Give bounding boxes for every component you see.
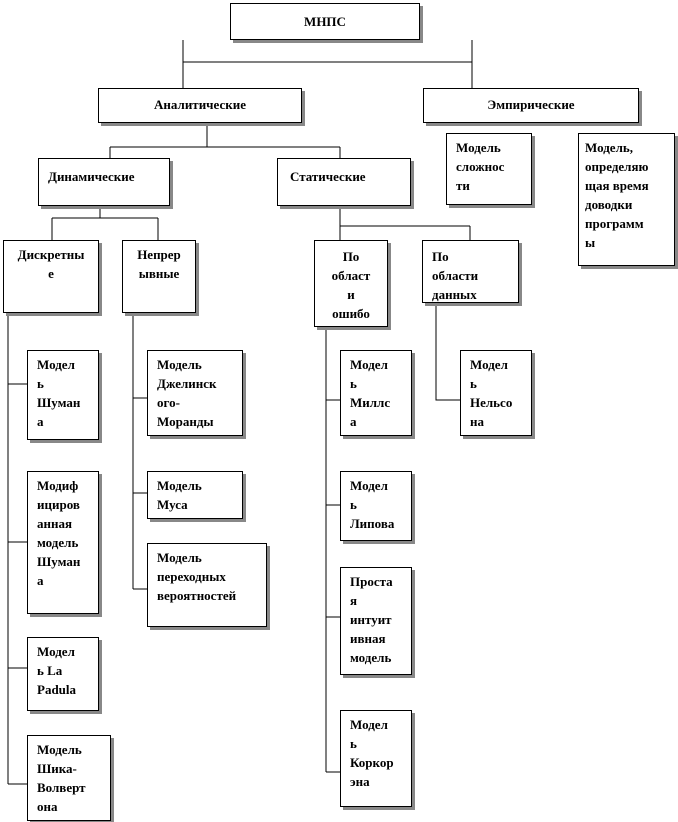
node-by-data-area: По области данных (422, 240, 519, 303)
node-discrete: Дискретны е (3, 240, 99, 313)
node-by-error-area: По област и ошибо (314, 240, 388, 327)
node-lipov: Модел ь Липова (340, 471, 412, 541)
node-corcoran: Модел ь Коркор эна (340, 710, 412, 807)
node-analytical: Аналитические (98, 88, 302, 123)
node-modified-shuman: Модиф ициров анная модель Шуман а (27, 471, 99, 614)
node-model-completion: Модель, определяю щая время доводки прог… (578, 133, 675, 266)
node-shuman: Модел ь Шуман а (27, 350, 99, 440)
node-dynamic: Динамические (38, 158, 170, 206)
connector-nelson (435, 303, 460, 401)
node-la-padula: Модел ь La Padula (27, 637, 99, 711)
node-musa: Модель Муса (147, 471, 243, 519)
node-jelinski-moranda: Модель Джелинск ого- Моранды (147, 350, 243, 436)
node-mills: Модел ь Миллс а (340, 350, 412, 436)
node-model-complexity: Модель сложнос ти (446, 133, 532, 205)
node-nelson: Модел ь Нельсо на (460, 350, 532, 436)
node-continuous: Непрер ывные (122, 240, 196, 313)
node-empirical: Эмпирические (423, 88, 639, 123)
node-static: Статические (277, 158, 411, 206)
node-root: МНПС (230, 3, 420, 40)
connector-root (182, 40, 473, 63)
node-transition-probabilities: Модель переходных вероятностей (147, 543, 267, 627)
node-shik-wolvert: Модель Шика- Волверт она (27, 735, 111, 821)
node-simple-intuitive: Проста я интуит ивная модель (340, 567, 412, 675)
